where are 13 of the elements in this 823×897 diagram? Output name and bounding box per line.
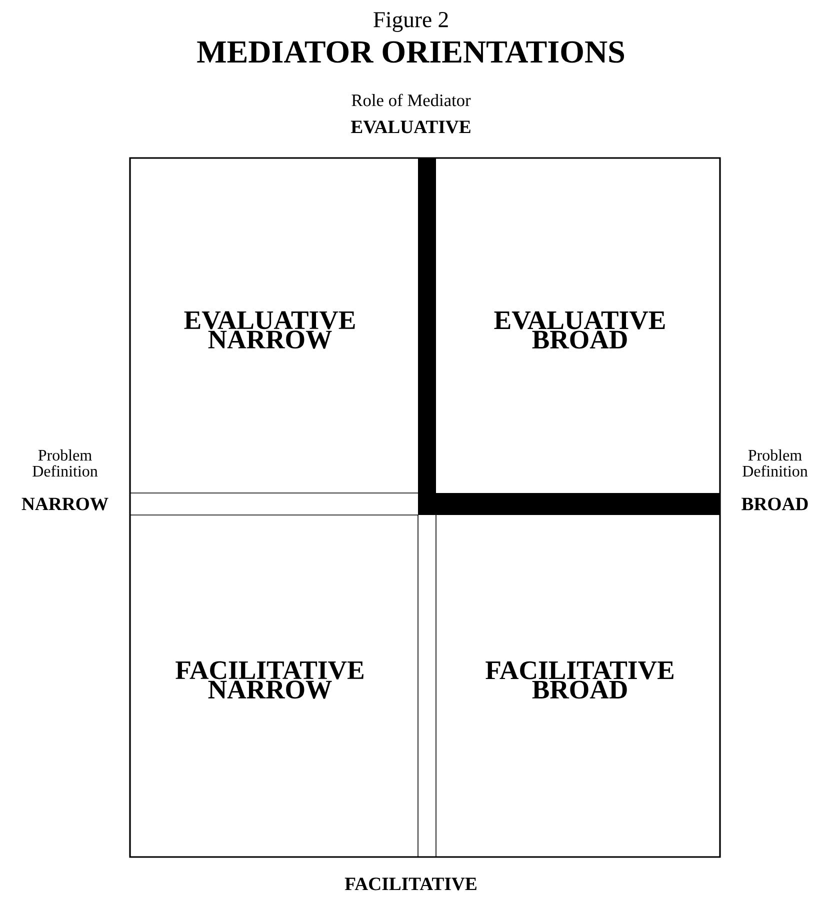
quadrant-label: EVALUATIVE BROAD — [494, 311, 665, 349]
axis-label: FACILITATIVE — [344, 878, 476, 890]
axis-label: NARROW — [22, 498, 108, 510]
quadrant-label: FACILITATIVE NARROW — [176, 661, 364, 699]
quadrant-label: FACILITATIVE BROAD — [486, 661, 674, 699]
quadrant-label: EVALUATIVE NARROW — [184, 311, 355, 349]
figure-number: Figure 2 — [374, 12, 448, 32]
axis-label: EVALUATIVE — [350, 120, 470, 134]
axis-label: BROAD — [742, 498, 808, 510]
title: MEDIATOR ORIENTATIONS — [197, 41, 624, 63]
axis-label: Role of Mediator — [352, 94, 471, 106]
axis-label: Problem Definition — [742, 449, 808, 477]
axis-label: Problem Definition — [32, 449, 98, 477]
